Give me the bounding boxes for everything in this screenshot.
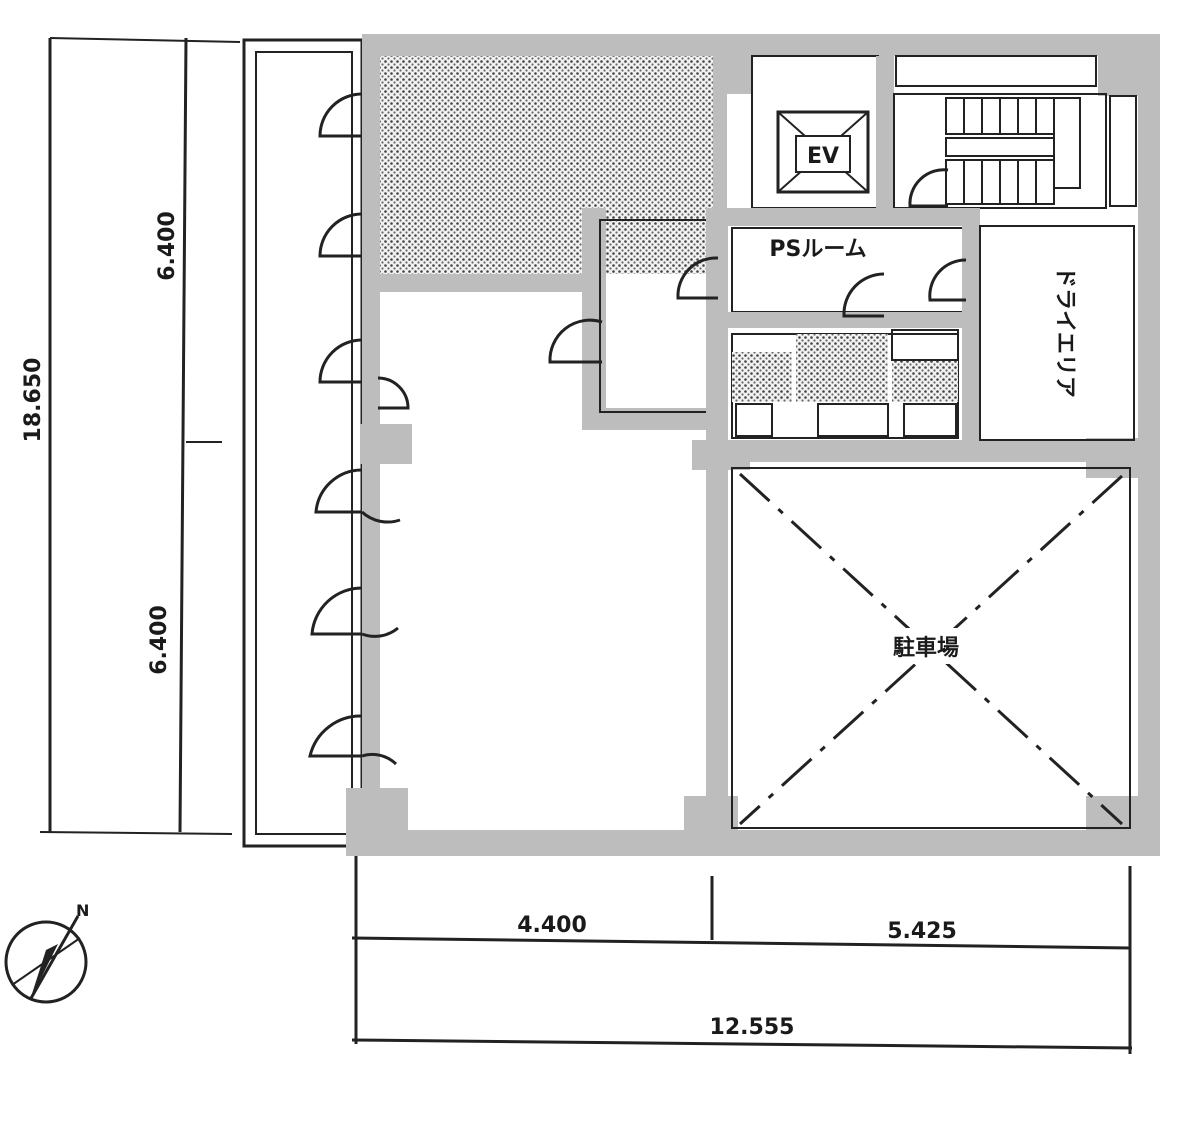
small-rooms (728, 312, 962, 439)
dry-area (979, 225, 1135, 441)
dim-total-width: 12.555 (710, 1015, 795, 1040)
dim-total-height: 18.650 (21, 358, 46, 443)
elevator-block (751, 55, 894, 216)
ps-room-label: PSルーム (769, 237, 866, 262)
compass-north-label: N (76, 901, 89, 920)
partition-horizontal (710, 440, 1140, 462)
dimension-horizontal (351, 856, 1133, 1054)
stair-block (893, 55, 1137, 209)
corridor-left (242, 38, 364, 848)
dry-area-label: ドライエリア (1052, 266, 1077, 398)
elevator-label: EV (807, 144, 839, 169)
inner-room (582, 208, 713, 430)
dimension-vertical (39, 37, 241, 835)
dim-left-width: 4.400 (517, 913, 587, 938)
parking-area (731, 467, 1131, 829)
hatched-room-upper (380, 56, 720, 274)
dim-upper-height: 6.400 (155, 211, 180, 281)
parking-label: 駐車場 (893, 635, 959, 661)
partition-mid (362, 274, 602, 292)
compass-icon (4, 915, 88, 1004)
doors-left (308, 92, 967, 766)
dim-lower-height: 6.400 (147, 605, 172, 675)
partition-vertical (706, 208, 728, 848)
dim-right-width: 5.425 (887, 919, 957, 944)
